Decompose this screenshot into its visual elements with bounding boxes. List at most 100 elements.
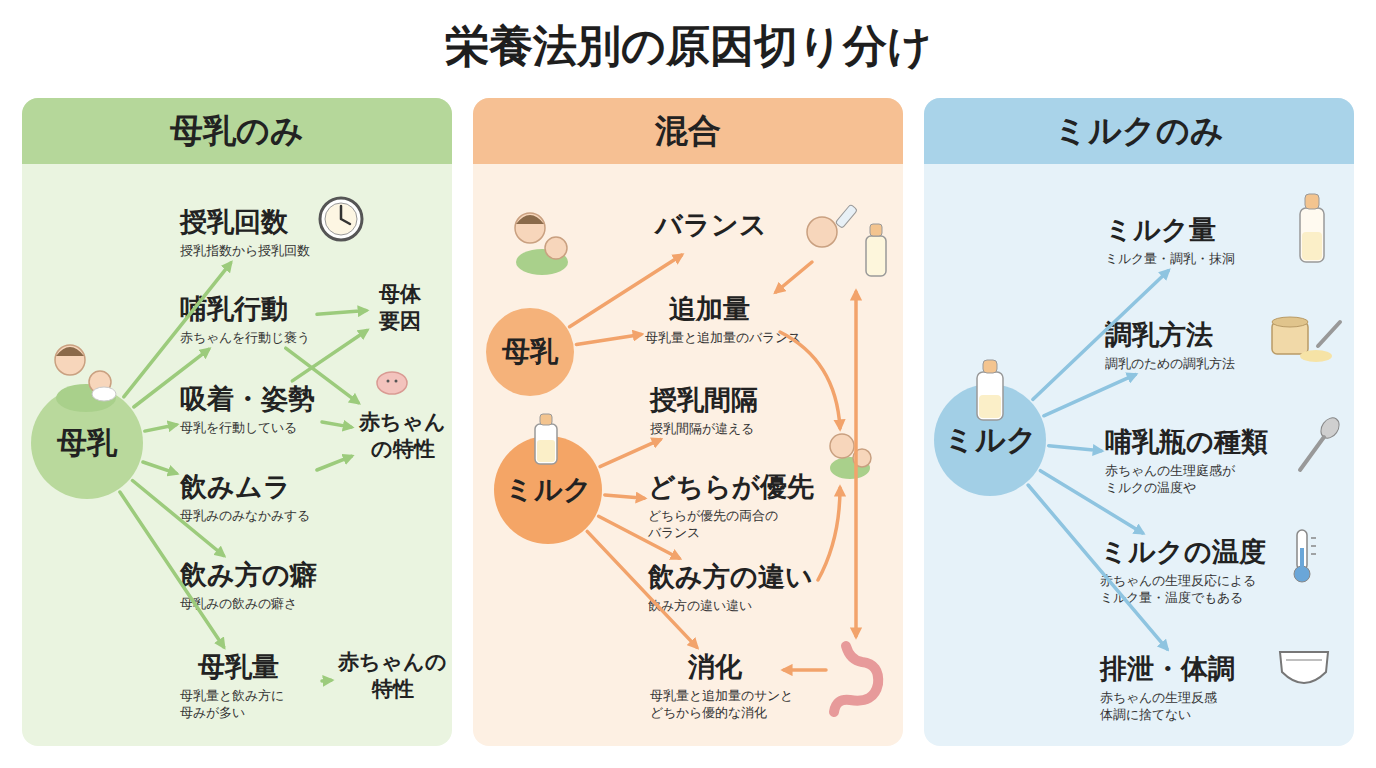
item-heading: 飲み方の癖 <box>180 558 340 592</box>
cause-item: ミルク量ミルク量・調乳・抹洞 <box>1105 213 1295 268</box>
circle-text-wrap: 母乳 <box>485 307 575 397</box>
connector-arrow <box>1044 375 1135 416</box>
connector-arrow <box>143 462 176 473</box>
connector-arrow <box>599 516 680 558</box>
cause-item: 消化母乳量と追加量のサンと どちから優的な消化 <box>650 650 820 725</box>
cause-item: どちらが優先どちらが優先の両合の バランス <box>648 470 818 542</box>
bottle-icon <box>1300 194 1324 262</box>
bottle-icon <box>535 414 557 464</box>
source-circle: 母乳 <box>485 307 575 397</box>
item-description: 調乳のための調乳方法 <box>1105 355 1295 373</box>
factor-label: 赤ちゃんの 特性 <box>335 645 450 707</box>
factor-label: 赤ちゃん の特性 <box>355 405 450 467</box>
connector-arrow <box>145 425 176 431</box>
connector-arrow <box>605 495 644 498</box>
item-description: どちらが優先の両合の バランス <box>648 507 818 542</box>
item-heading: 追加量 <box>645 292 825 326</box>
item-heading: 排泄・体調 <box>1100 652 1300 686</box>
category-panel: ミルクのみミルク ミルク量ミルク量・調乳・抹洞調乳方法調乳のための調乳方法哺乳瓶の… <box>924 98 1354 746</box>
item-description: 母乳量と追加量のバランス <box>645 329 825 347</box>
item-heading: バランス <box>655 208 785 242</box>
category-panel: 混合母乳ミルクバランス追加量母乳量と追加量のバランス授乳間隔授乳間隔が違えるどち… <box>473 98 903 746</box>
item-heading: どちらが優先 <box>648 470 818 504</box>
connector-arrow <box>1040 471 1142 533</box>
circle-text-wrap: ミルク <box>493 435 603 545</box>
spoon-icon <box>1300 414 1343 470</box>
formula-can-icon <box>1272 317 1340 362</box>
item-description: 赤ちゃんの生理反感 体調に捨てない <box>1100 689 1300 724</box>
item-description: ミルク量・調乳・抹洞 <box>1105 250 1295 268</box>
cause-item: 飲みムラ母乳みのみなかみする <box>180 470 315 525</box>
circle-outline <box>494 436 602 544</box>
circle-text-wrap: 母乳 <box>30 386 144 500</box>
item-heading: 吸着・姿勢 <box>180 382 320 416</box>
connector-arrow <box>134 349 209 407</box>
baby-icon <box>830 434 871 479</box>
item-description: 授乳間隔が違える <box>650 420 800 438</box>
circle-outline <box>31 387 143 499</box>
circle-outline <box>934 384 1046 496</box>
item-heading: 飲みムラ <box>180 470 315 504</box>
item-heading: 調乳方法 <box>1105 318 1295 352</box>
connector-arrow <box>292 331 366 381</box>
connector-arrow <box>322 422 351 427</box>
cause-item: 哺乳行動赤ちゃんを行動じ褒う <box>180 292 315 347</box>
circle-text-wrap: ミルク <box>933 383 1047 497</box>
item-heading: 哺乳行動 <box>180 292 315 326</box>
baby-bottle-icon <box>807 204 886 276</box>
item-heading: 母乳量 <box>180 650 320 684</box>
connector-arrow <box>322 679 331 683</box>
item-description: 母乳みのみなかみする <box>180 507 315 525</box>
connector-arrow <box>1028 485 1167 649</box>
cause-item: 飲み方の癖母乳みの飲みの癖さ <box>180 558 340 613</box>
item-description: 赤ちゃんの生理反応による ミルク量・温度でもある <box>1100 572 1310 607</box>
connector-arrow <box>576 334 641 344</box>
connector-arrow <box>120 492 224 647</box>
cause-item: 授乳回数授乳指数から授乳回数 <box>180 205 330 260</box>
item-description: 母乳みの飲みの癖さ <box>180 595 340 613</box>
circle-label: ミルク <box>944 420 1037 461</box>
cause-item: 調乳方法調乳のための調乳方法 <box>1105 318 1295 373</box>
panel-header: ミルクのみ <box>924 98 1354 164</box>
connector-arrow <box>286 348 358 402</box>
panel-header: 混合 <box>473 98 903 164</box>
factor-text: 赤ちゃんの 特性 <box>335 649 450 704</box>
stomach-icon <box>834 646 878 712</box>
bottle-icon <box>977 360 1003 420</box>
cause-item: 飲み方の違い飲み方の違い違い <box>648 560 823 615</box>
illustration-arrow <box>776 262 856 670</box>
cause-item: 追加量母乳量と追加量のバランス <box>645 292 825 347</box>
connector-arrow <box>587 531 697 647</box>
item-description: 赤ちゃんの生理庭感が ミルクの温度や <box>1105 462 1305 497</box>
item-description: 母乳量と追加量のサンと どちから優的な消化 <box>650 687 820 722</box>
baby-icon <box>377 372 407 394</box>
item-description: 母乳量と飲み方に 母みが多い <box>180 687 320 722</box>
connector-arrow <box>317 456 351 470</box>
item-heading: 飲み方の違い <box>648 560 823 594</box>
mother-baby-icon <box>55 345 116 412</box>
connector-arrow <box>1049 446 1101 451</box>
clock-icon <box>320 198 362 240</box>
mother-baby-icon <box>515 213 568 275</box>
connector-arrow <box>570 255 682 327</box>
item-heading: 消化 <box>650 650 820 684</box>
item-heading: ミルク量 <box>1105 213 1295 247</box>
cause-item: 哺乳瓶の種類赤ちゃんの生理庭感が ミルクの温度や <box>1105 425 1305 497</box>
connector-arrow <box>124 263 231 397</box>
circle-outline <box>486 308 574 396</box>
cause-item: ミルクの温度赤ちゃんの生理反応による ミルク量・温度でもある <box>1100 535 1310 607</box>
connector-arrow <box>133 481 224 556</box>
cause-item: 母乳量母乳量と飲み方に 母みが多い <box>180 650 320 722</box>
item-description: 飲み方の違い違い <box>648 597 823 615</box>
circle-label: ミルク <box>505 471 592 509</box>
item-description: 母乳を行動している <box>180 419 320 437</box>
cause-item: バランス <box>655 208 785 253</box>
item-description: 赤ちゃんを行動じ褒う <box>180 329 315 347</box>
connector-arrow <box>1033 271 1168 400</box>
item-heading: 授乳回数 <box>180 205 330 239</box>
circle-label: 母乳 <box>502 333 558 371</box>
cause-item: 排泄・体調赤ちゃんの生理反感 体調に捨てない <box>1100 652 1300 724</box>
item-heading: ミルクの温度 <box>1100 535 1310 569</box>
